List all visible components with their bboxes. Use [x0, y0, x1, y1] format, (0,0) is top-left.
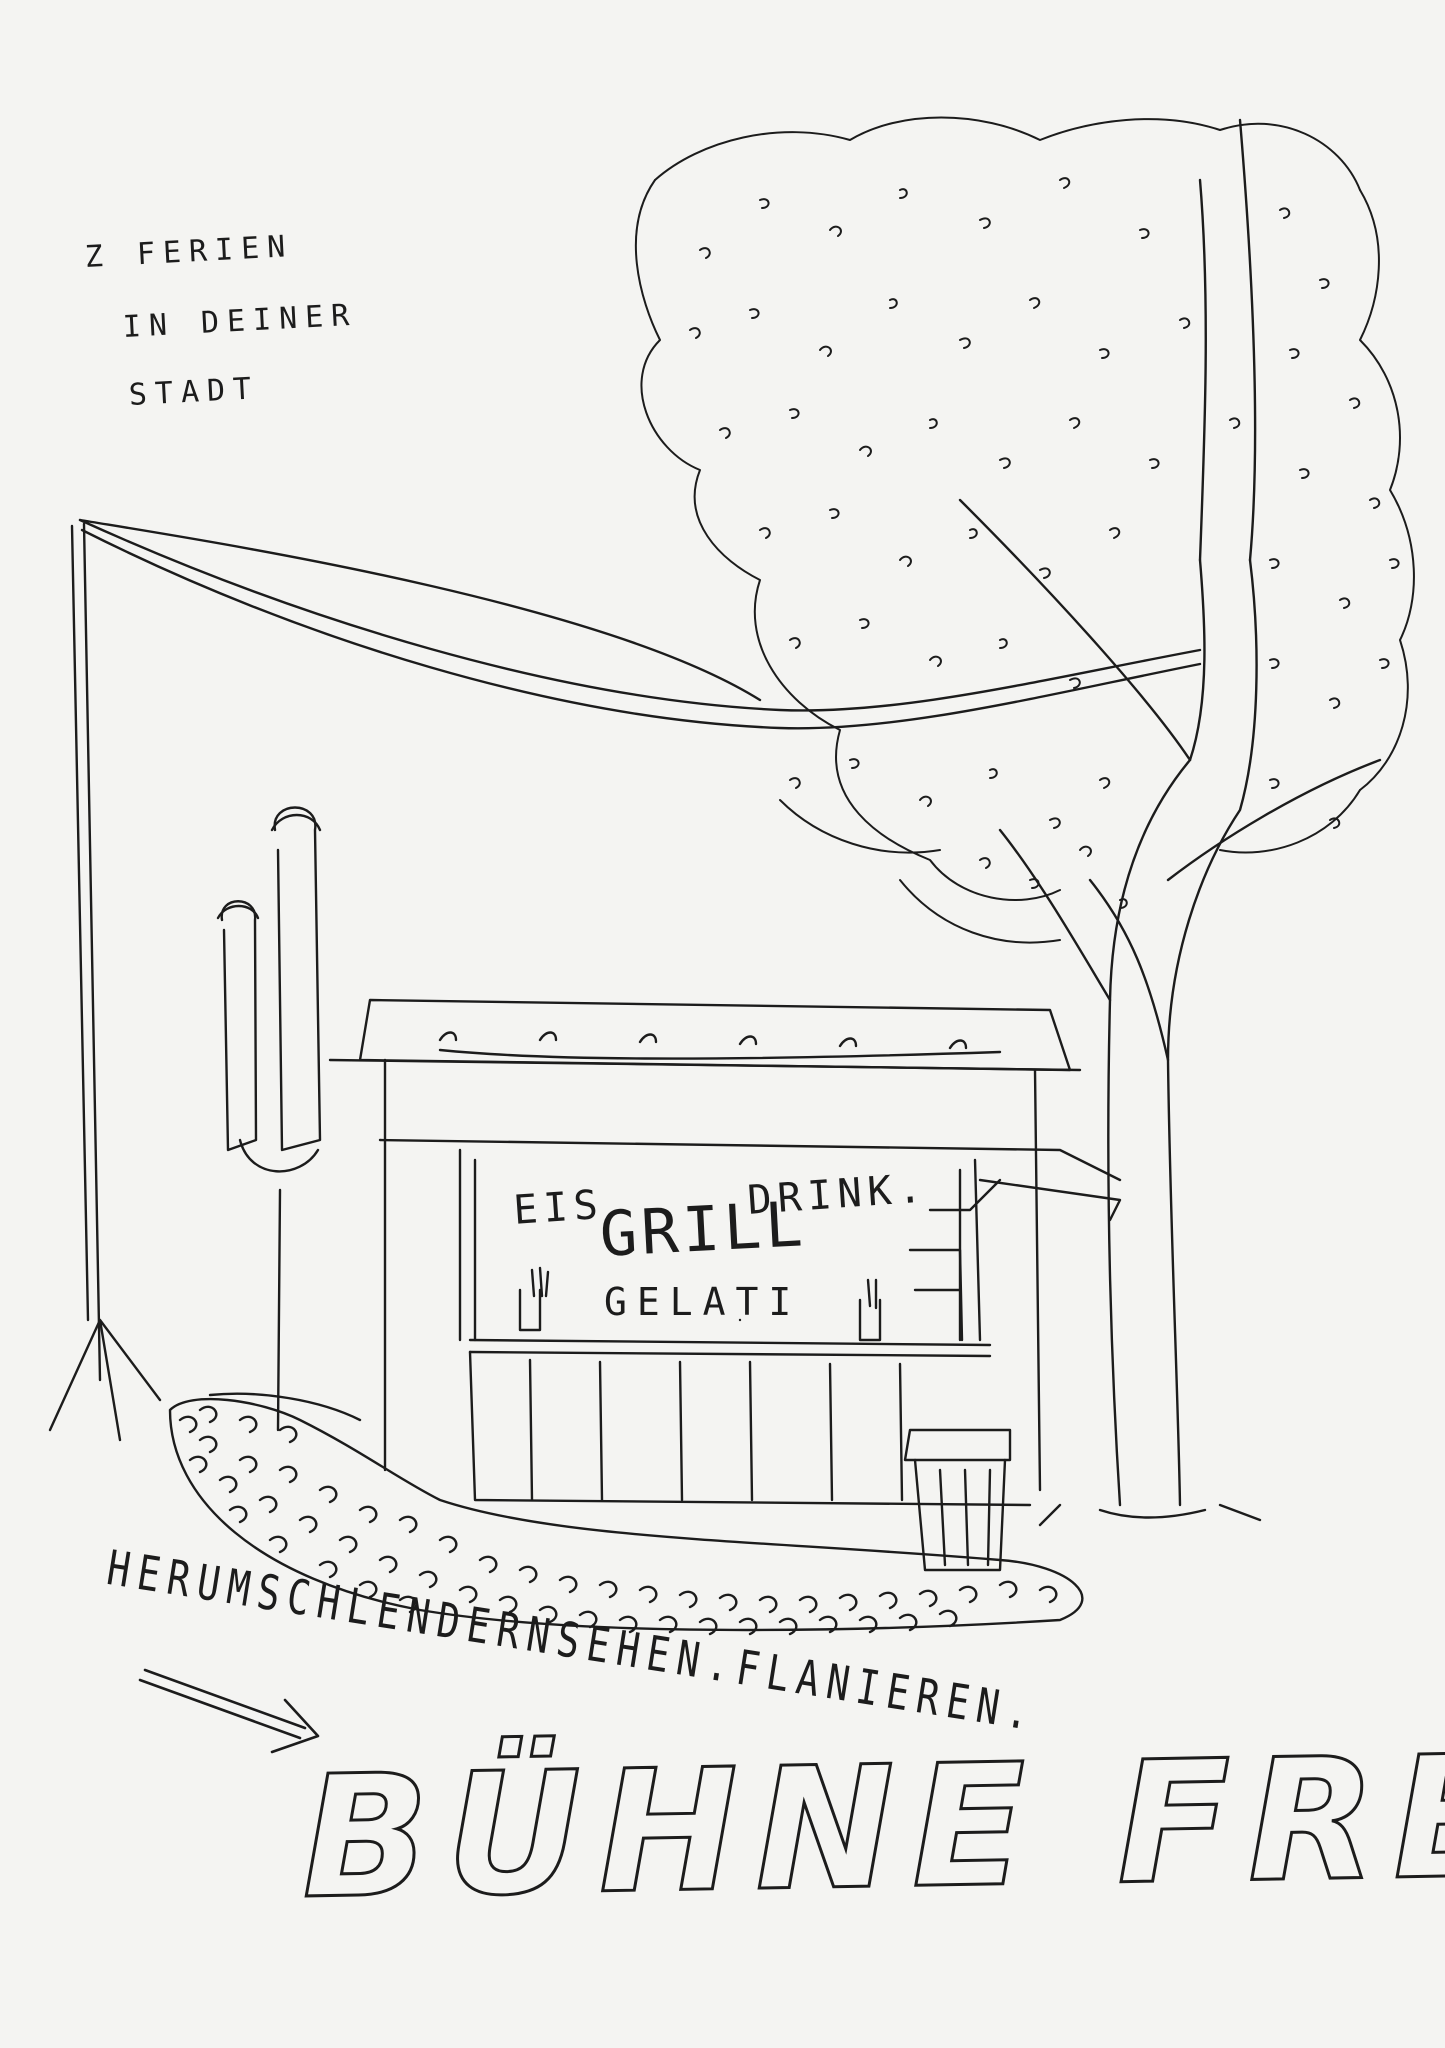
sign-eis: EIS: [512, 1181, 606, 1234]
canopy-rope: [48, 518, 1202, 1442]
flower-bed: [168, 1392, 1084, 1636]
chimneys: [216, 806, 322, 1432]
tree-trunk: [958, 118, 1382, 1527]
sign-gelati: GELATI: [604, 1280, 802, 1324]
trash-bin: [903, 1428, 1012, 1572]
headline: BÜHNE FREI!: [298, 1714, 1445, 1937]
corner-text-line-3: STADT: [128, 371, 260, 413]
kiosk: [328, 998, 1122, 1507]
arrow-right-icon: [138, 1668, 320, 1754]
tree-foliage: [634, 116, 1415, 944]
